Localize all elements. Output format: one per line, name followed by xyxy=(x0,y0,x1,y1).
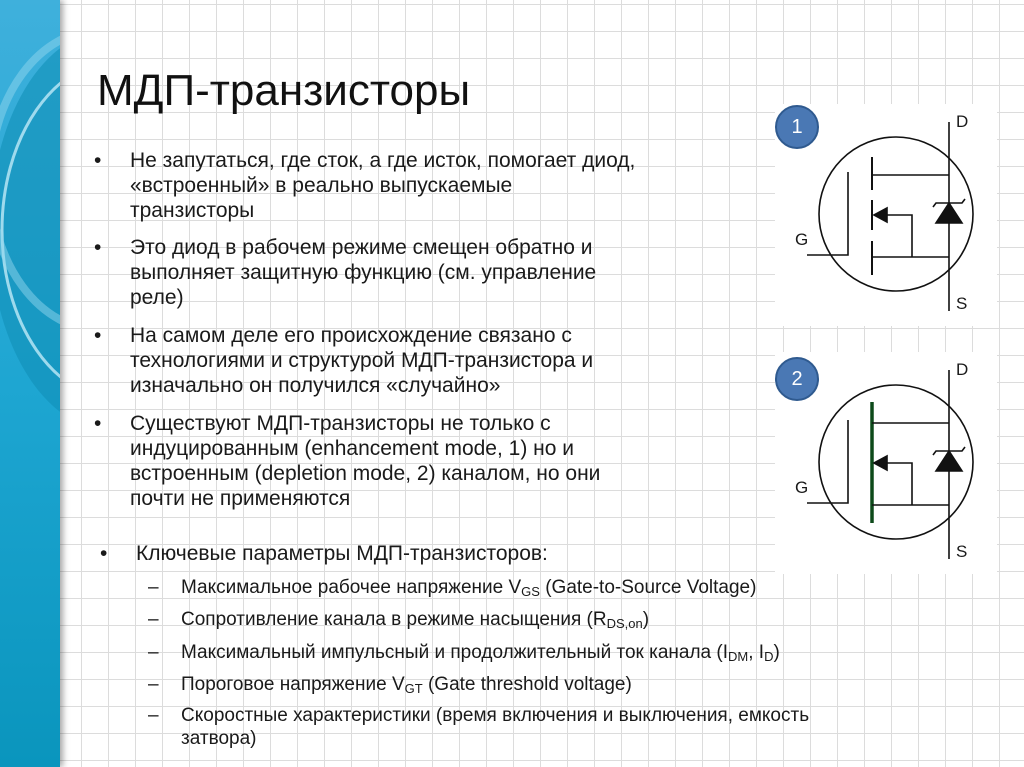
diagram-badge: 2 xyxy=(775,357,819,401)
key-params-heading: Ключевые параметры МДП-транзисторов: xyxy=(136,542,548,565)
dash-marker: – xyxy=(148,705,159,726)
bullet-marker: • xyxy=(94,236,102,259)
param-text: (Gate threshold voltage) xyxy=(422,674,632,695)
bullet-marker: • xyxy=(94,324,102,347)
source-label: S xyxy=(956,542,968,561)
bullet-marker: • xyxy=(94,149,102,172)
mosfet-enhancement-diagram: 1 D G S xyxy=(775,104,997,326)
param-text: ) xyxy=(773,642,780,663)
dash-marker: – xyxy=(148,577,159,598)
subscript: GS xyxy=(521,584,540,599)
param-text: Максимальное рабочее напряжение V xyxy=(181,577,522,598)
param-text: Пороговое напряжение V xyxy=(181,674,405,695)
subscript: DM xyxy=(728,649,749,664)
mosfet-depletion-diagram: 2 D G S xyxy=(775,352,997,574)
bullet-marker: • xyxy=(94,412,102,435)
param-text: , I xyxy=(748,642,765,663)
param-item: Скоростные характеристики (время включен… xyxy=(181,705,810,726)
bullet-text: реле) xyxy=(130,286,184,309)
param-text: ) xyxy=(642,609,650,630)
drain-label: D xyxy=(956,360,969,379)
param-item: Сопротивление канала в режиме насыщения … xyxy=(181,607,649,632)
bullet-text: технологиями и структурой МДП-транзистор… xyxy=(130,349,594,372)
param-item: Максимальное рабочее напряжение VGS (Gat… xyxy=(181,575,756,600)
param-item: Максимальный импульсный и продолжительны… xyxy=(181,640,780,665)
bullet-text: Не запутаться, где сток, а где исток, по… xyxy=(130,149,636,172)
dash-marker: – xyxy=(148,609,159,630)
subscript: GT xyxy=(404,681,423,696)
bullet-text: На самом деле его происхождение связано … xyxy=(130,324,572,347)
param-item: Пороговое напряжение VGT (Gate threshold… xyxy=(181,672,632,697)
bullet-text: изначально он получился «случайно» xyxy=(130,374,501,397)
mosfet-symbol-icon xyxy=(807,122,974,311)
param-text: Максимальный импульсный и продолжительны… xyxy=(181,642,729,663)
param-item: затвора) xyxy=(181,728,257,749)
bullet-text: Существуют МДП-транзисторы не только с xyxy=(130,412,551,435)
subscript: D xyxy=(764,649,774,664)
mosfet-symbol-icon xyxy=(807,370,974,559)
swoosh-decoration xyxy=(0,35,60,412)
drain-label: D xyxy=(956,112,969,131)
gate-label: G xyxy=(795,230,809,249)
bullet-text: Это диод в рабочем режиме смещен обратно… xyxy=(130,236,593,259)
bullet-text: почти не применяются xyxy=(130,487,351,510)
gate-label: G xyxy=(795,478,809,497)
bullet-text: индуцированным (enhancement mode, 1) но … xyxy=(130,437,574,460)
bullet-text: транзисторы xyxy=(130,199,255,222)
decorative-side-band xyxy=(0,0,60,767)
slide-title: МДП-транзисторы xyxy=(97,66,471,115)
dash-marker: – xyxy=(148,674,159,695)
diagram-badge: 1 xyxy=(775,105,819,149)
param-text: (Gate-to-Source Voltage) xyxy=(539,577,757,598)
bullet-text: «встроенный» в реально выпускаемые xyxy=(130,174,513,197)
bullet-text: выполняет защитную функцию (см. управлен… xyxy=(130,261,597,284)
subscript: DS,on xyxy=(606,616,643,631)
bullet-text: встроенным (depletion mode, 2) каналом, … xyxy=(130,462,601,485)
param-text: Сопротивление канала в режиме насыщения … xyxy=(181,609,607,630)
dash-marker: – xyxy=(148,642,159,663)
bullet-marker: • xyxy=(100,542,108,565)
source-label: S xyxy=(956,294,968,313)
